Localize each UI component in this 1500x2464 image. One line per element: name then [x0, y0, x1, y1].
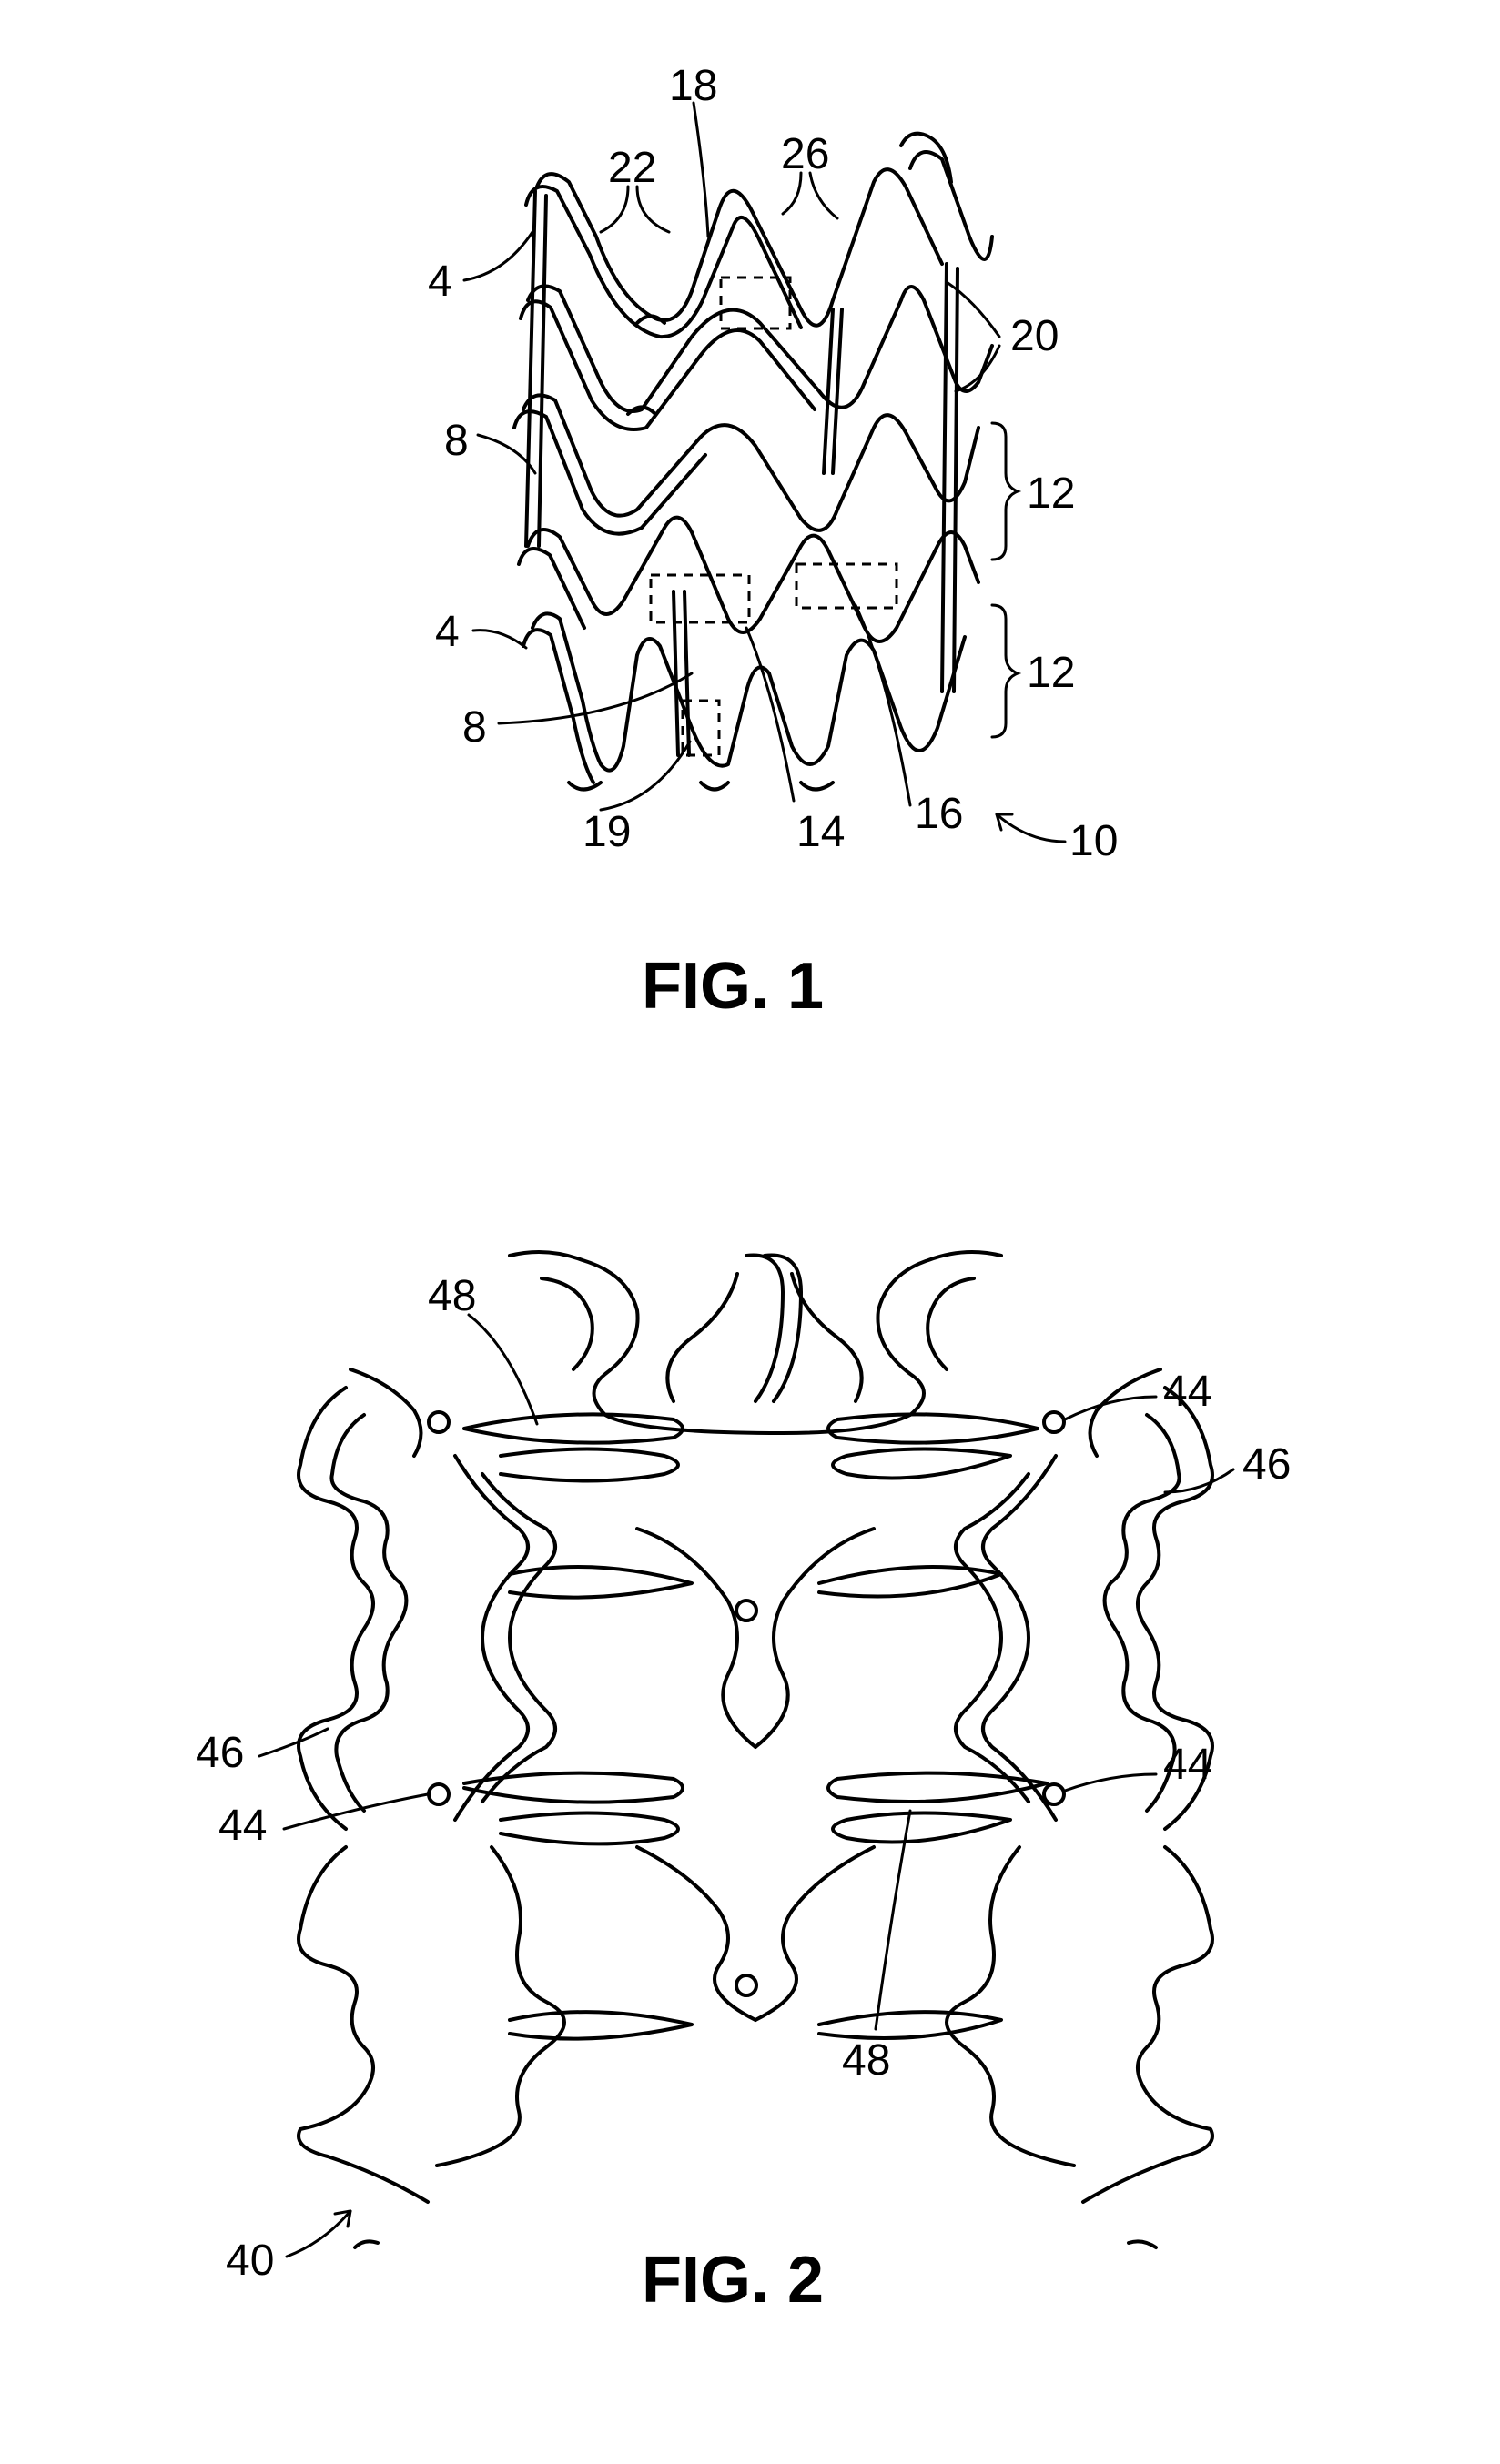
fig1-label-8-top: 8: [444, 417, 469, 465]
fig1-leader-14: [746, 628, 794, 801]
fig1-crown-ring-bottom: [523, 613, 965, 789]
fig2-label-46-right: 46: [1242, 1440, 1291, 1489]
fig2-leader-48-top: [469, 1315, 537, 1424]
fig1-crown-ring-3: [514, 395, 978, 533]
fig1-label-18: 18: [669, 62, 717, 110]
fig2-slots-lower: [464, 1773, 1047, 1844]
fig1-leader-8-bottom: [499, 673, 692, 723]
fig1-label-4-top: 4: [428, 258, 452, 306]
fig1-leader-22-b: [637, 187, 669, 232]
fig1-leader-26-b: [810, 173, 837, 218]
fig1-crown-ring-top: [526, 134, 992, 337]
fig1-label-10: 10: [1069, 817, 1118, 865]
fig2-stent-pattern: 48 44 46 46 44 44 48 40 FIG. 2: [196, 1252, 1291, 2317]
fig1-detail-box-14: [651, 575, 749, 622]
fig2-hole-top-left: [429, 1412, 449, 1432]
fig1-label-12-bottom: 12: [1027, 649, 1075, 697]
fig1-leader-26-a: [783, 173, 801, 214]
fig1-leader-22-a: [601, 187, 628, 232]
fig1-longitudinal-struts: [526, 191, 958, 755]
fig1-label-14: 14: [796, 808, 845, 856]
fig2-label-44-mid-left: 44: [218, 1802, 267, 1850]
fig2-arm-top-left: [350, 1369, 421, 1456]
fig2-leader-46-left: [259, 1729, 328, 1756]
fig1-leader-18: [694, 103, 708, 237]
fig1-crown-ring-2: [521, 286, 992, 429]
fig2-label-44-mid-right: 44: [1163, 1741, 1211, 1789]
fig2-hole-center: [736, 1601, 756, 1621]
fig1-label-19: 19: [583, 808, 631, 856]
fig1-label-4-bottom: 4: [435, 608, 460, 656]
fig1-bracket-12-top: [992, 423, 1018, 560]
fig2-arm-top-right: [1090, 1369, 1161, 1456]
fig2-hole-top-right: [1044, 1412, 1064, 1432]
fig1-bracket-12-bottom: [992, 605, 1018, 737]
fig1-caption: FIG. 1: [642, 950, 824, 1023]
fig2-hole-mid-left: [429, 1784, 449, 1804]
fig1-leader-4-bottom: [473, 631, 526, 648]
fig2-leader-40: [287, 2211, 350, 2257]
fig1-label-20: 20: [1010, 312, 1059, 360]
fig2-leader-44-mid-right: [1065, 1774, 1156, 1791]
fig1-label-8-bottom: 8: [462, 703, 487, 752]
fig2-cell-row-bottom: [299, 1847, 1212, 2247]
fig2-hole-bottom: [736, 1975, 756, 1995]
fig2-hole-mid-right: [1044, 1784, 1064, 1804]
fig2-leader-44-top-right: [1065, 1397, 1156, 1419]
fig1-stent-drawing: 4 4 8 8 18 22 26 20 12 12 19 14 16 10 FI…: [428, 62, 1118, 1023]
fig1-label-16: 16: [915, 790, 963, 838]
fig1-leader-20-a: [947, 282, 999, 337]
fig1-label-26: 26: [781, 130, 829, 178]
fig1-leader-4-top: [464, 232, 532, 280]
fig1-label-12-top: 12: [1027, 470, 1075, 518]
fig2-label-48-top: 48: [428, 1272, 476, 1320]
fig1-label-22: 22: [608, 144, 656, 192]
fig2-slots-upper: [464, 1414, 1038, 1480]
fig2-label-46-left: 46: [196, 1729, 244, 1777]
fig1-leader-10: [997, 814, 1065, 842]
fig2-cell-row-top: [510, 1252, 1001, 1433]
fig2-caption: FIG. 2: [642, 2244, 824, 2317]
fig1-leader-16: [856, 605, 910, 805]
fig2-label-48-bottom: 48: [842, 2036, 890, 2085]
fig2-label-40: 40: [226, 2237, 274, 2285]
fig2-label-44-top-right: 44: [1163, 1368, 1211, 1416]
